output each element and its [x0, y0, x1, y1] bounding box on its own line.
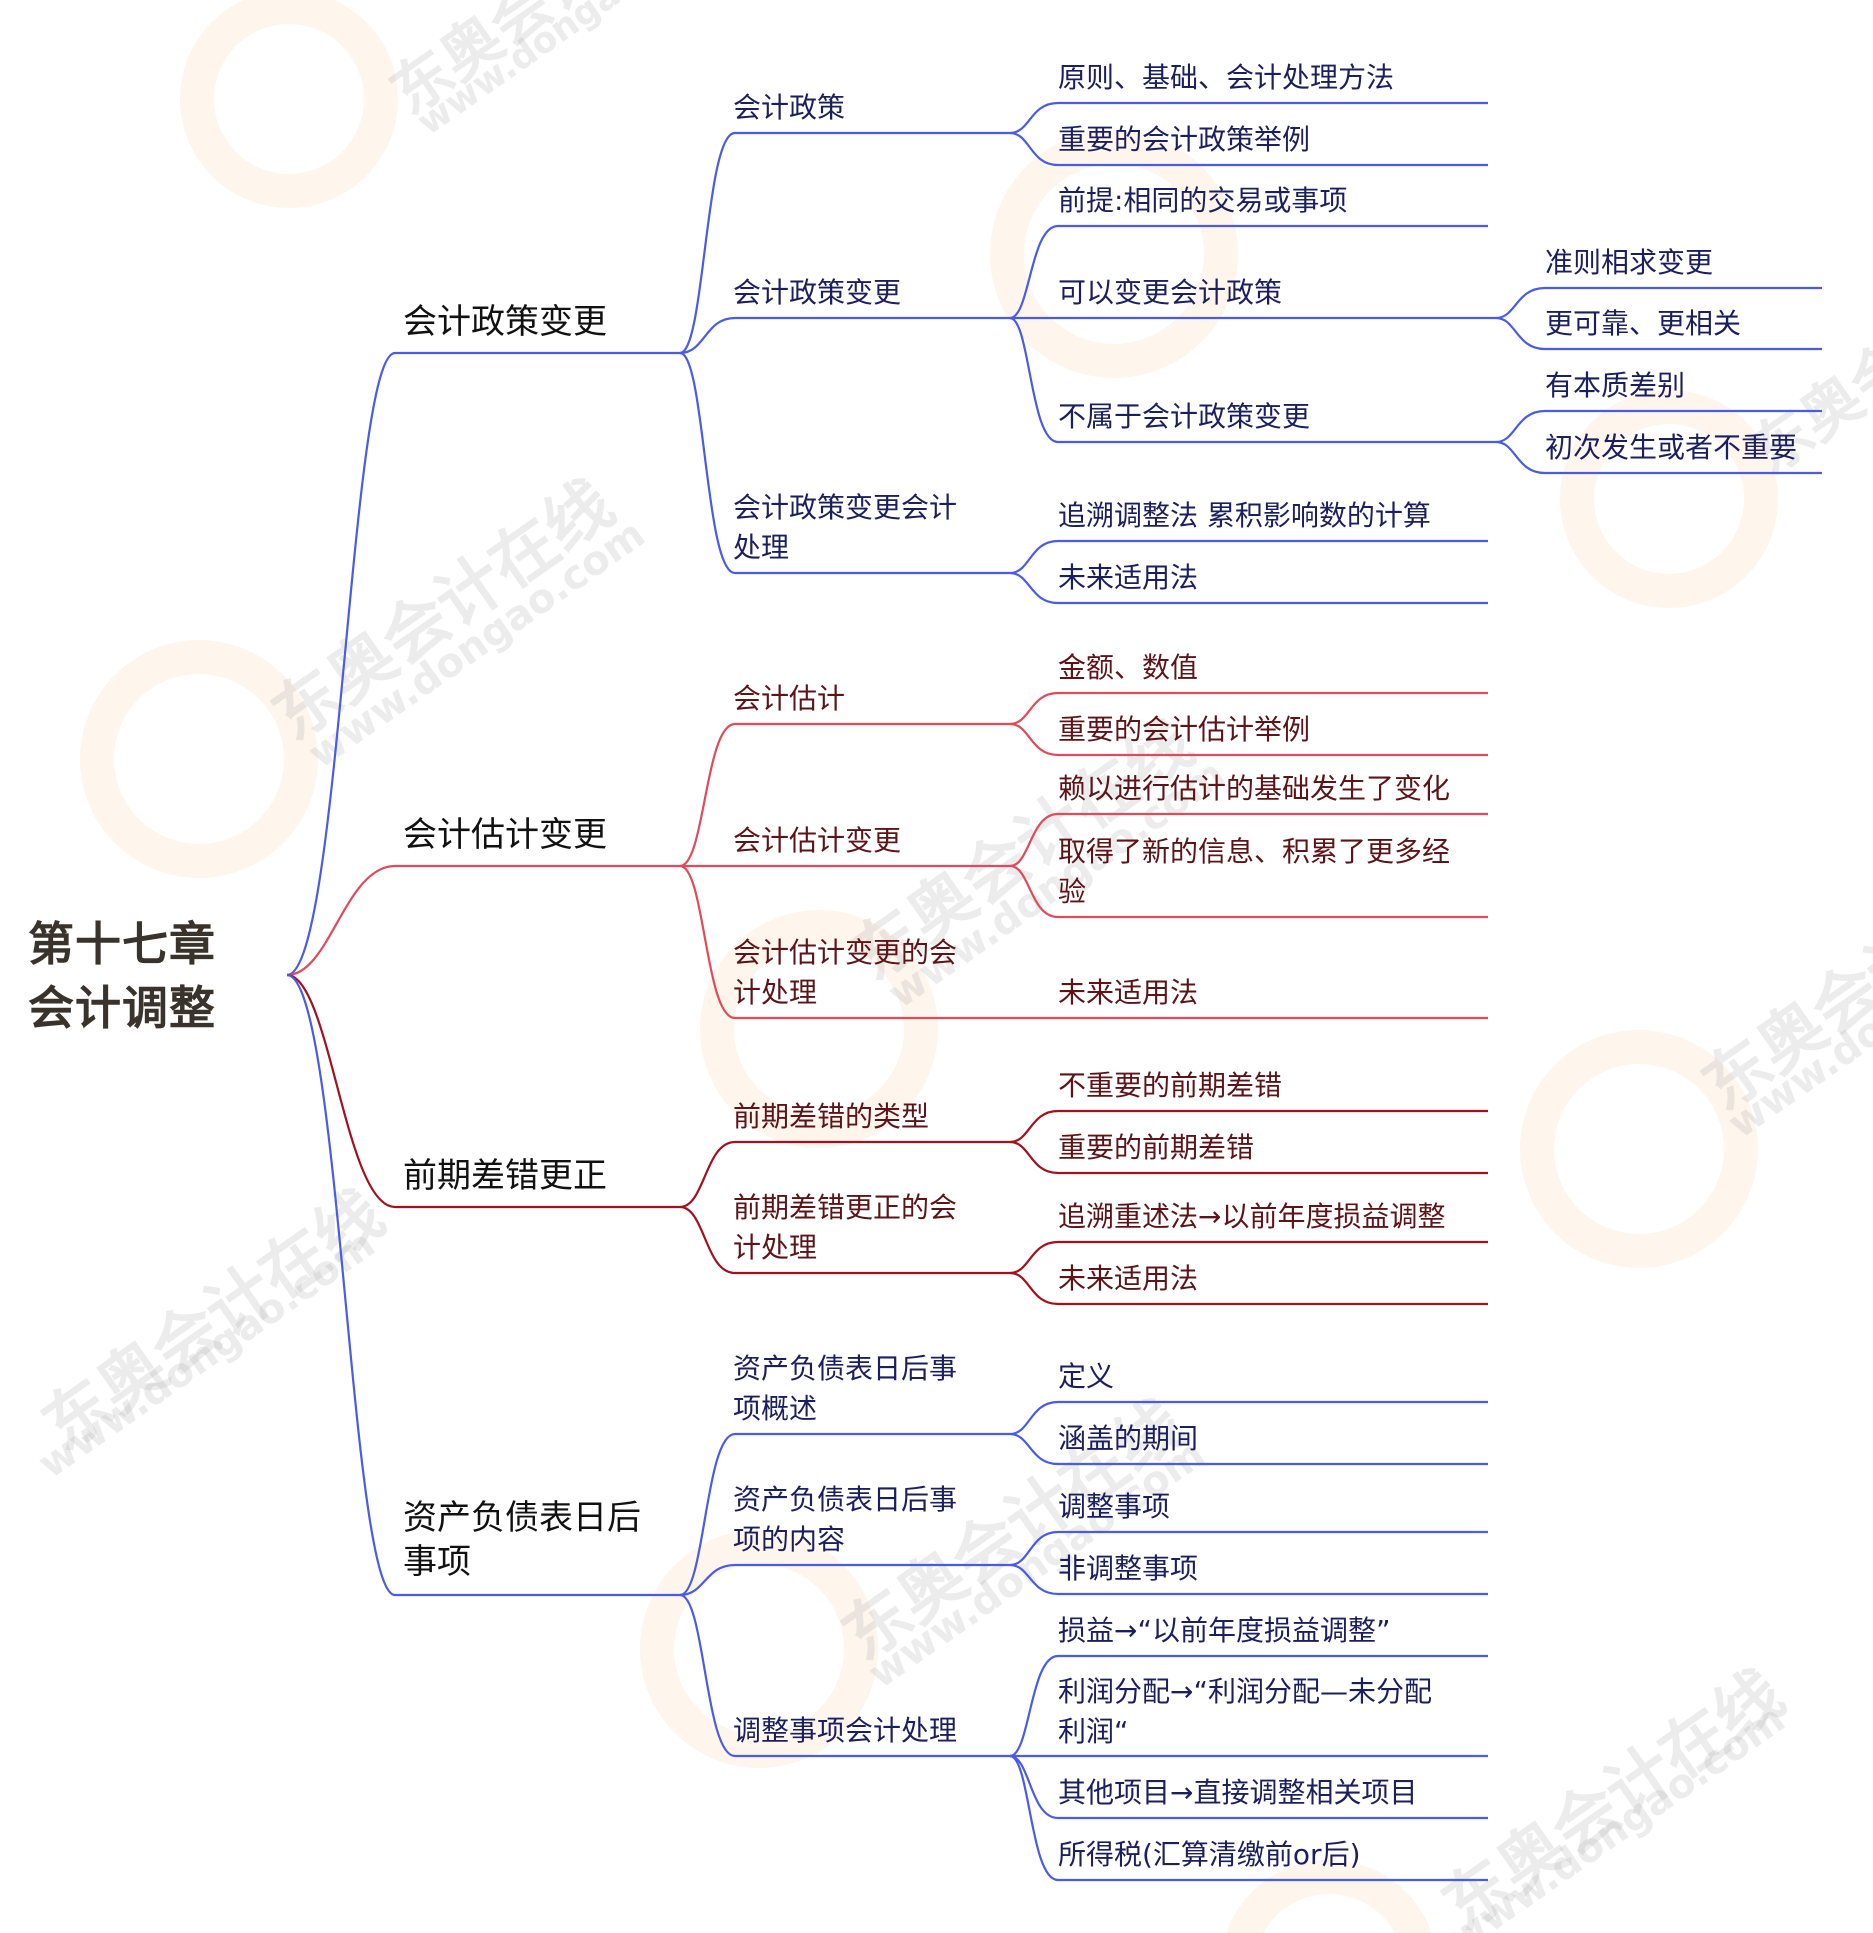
root-topic[interactable]: 第十七章 会计调整	[28, 917, 216, 1035]
detail-item[interactable]: 损益→“以前年度损益调整”	[1058, 1614, 1391, 1647]
subtopic[interactable]: 前期差错的类型	[733, 1100, 930, 1133]
detail-item[interactable]: 其他项目→直接调整相关项目	[1058, 1776, 1418, 1809]
detail-item[interactable]: 涵盖的期间	[1058, 1422, 1199, 1455]
detail-item[interactable]: 可以变更会计政策	[1058, 276, 1283, 309]
detail-item[interactable]: 所得税(汇算清缴前or后)	[1058, 1838, 1361, 1871]
subtopic[interactable]: 会计政策变更	[733, 276, 902, 309]
detail-item[interactable]: 追溯重述法→以前年度损益调整	[1058, 1200, 1446, 1233]
leaf-item[interactable]: 准则相求变更	[1545, 246, 1714, 279]
detail-item[interactable]: 未来适用法	[1058, 976, 1199, 1009]
topic-prior-period-error-correction[interactable]: 前期差错更正	[403, 1156, 607, 1196]
detail-item[interactable]: 调整事项	[1058, 1490, 1171, 1523]
subtopic[interactable]: 会计政策	[733, 91, 846, 124]
subtopic[interactable]: 会计政策变更会计 处理	[733, 491, 958, 564]
detail-item[interactable]: 非调整事项	[1058, 1552, 1199, 1585]
detail-item[interactable]: 赖以进行估计的基础发生了变化	[1058, 772, 1451, 805]
subtopic[interactable]: 资产负债表日后事 项概述	[733, 1352, 958, 1425]
detail-item[interactable]: 重要的会计政策举例	[1058, 123, 1311, 156]
leaf-item[interactable]: 更可靠、更相关	[1545, 307, 1742, 340]
detail-item[interactable]: 不重要的前期差错	[1058, 1069, 1283, 1102]
detail-item[interactable]: 追溯调整法 累积影响数的计算	[1058, 499, 1431, 532]
subtopic[interactable]: 会计估计	[733, 682, 846, 715]
leaf-item[interactable]: 有本质差别	[1545, 369, 1686, 402]
subtopic[interactable]: 调整事项会计处理	[733, 1714, 958, 1747]
detail-item[interactable]: 取得了新的信息、积累了更多经 验	[1058, 835, 1451, 908]
detail-item[interactable]: 利润分配→“利润分配—未分配 利润“	[1058, 1675, 1432, 1748]
detail-item[interactable]: 重要的会计估计举例	[1058, 713, 1311, 746]
detail-item[interactable]: 定义	[1058, 1360, 1115, 1393]
detail-item[interactable]: 未来适用法	[1058, 1262, 1199, 1295]
detail-item[interactable]: 前提:相同的交易或事项	[1058, 184, 1348, 217]
subtopic[interactable]: 资产负债表日后事 项的内容	[733, 1483, 958, 1556]
detail-item[interactable]: 金额、数值	[1058, 651, 1199, 684]
topic-post-balance-sheet-events[interactable]: 资产负债表日后 事项	[403, 1498, 641, 1582]
subtopic[interactable]: 会计估计变更	[733, 824, 902, 857]
detail-item[interactable]: 原则、基础、会计处理方法	[1058, 61, 1395, 94]
subtopic[interactable]: 前期差错更正的会 计处理	[733, 1191, 958, 1264]
detail-item[interactable]: 重要的前期差错	[1058, 1131, 1255, 1164]
detail-item[interactable]: 未来适用法	[1058, 561, 1199, 594]
topic-accounting-estimate-change[interactable]: 会计估计变更	[403, 815, 607, 855]
topic-accounting-policy-change[interactable]: 会计政策变更	[403, 302, 607, 342]
detail-item[interactable]: 不属于会计政策变更	[1058, 400, 1311, 433]
subtopic[interactable]: 会计估计变更的会 计处理	[733, 936, 958, 1009]
leaf-item[interactable]: 初次发生或者不重要	[1545, 431, 1798, 464]
